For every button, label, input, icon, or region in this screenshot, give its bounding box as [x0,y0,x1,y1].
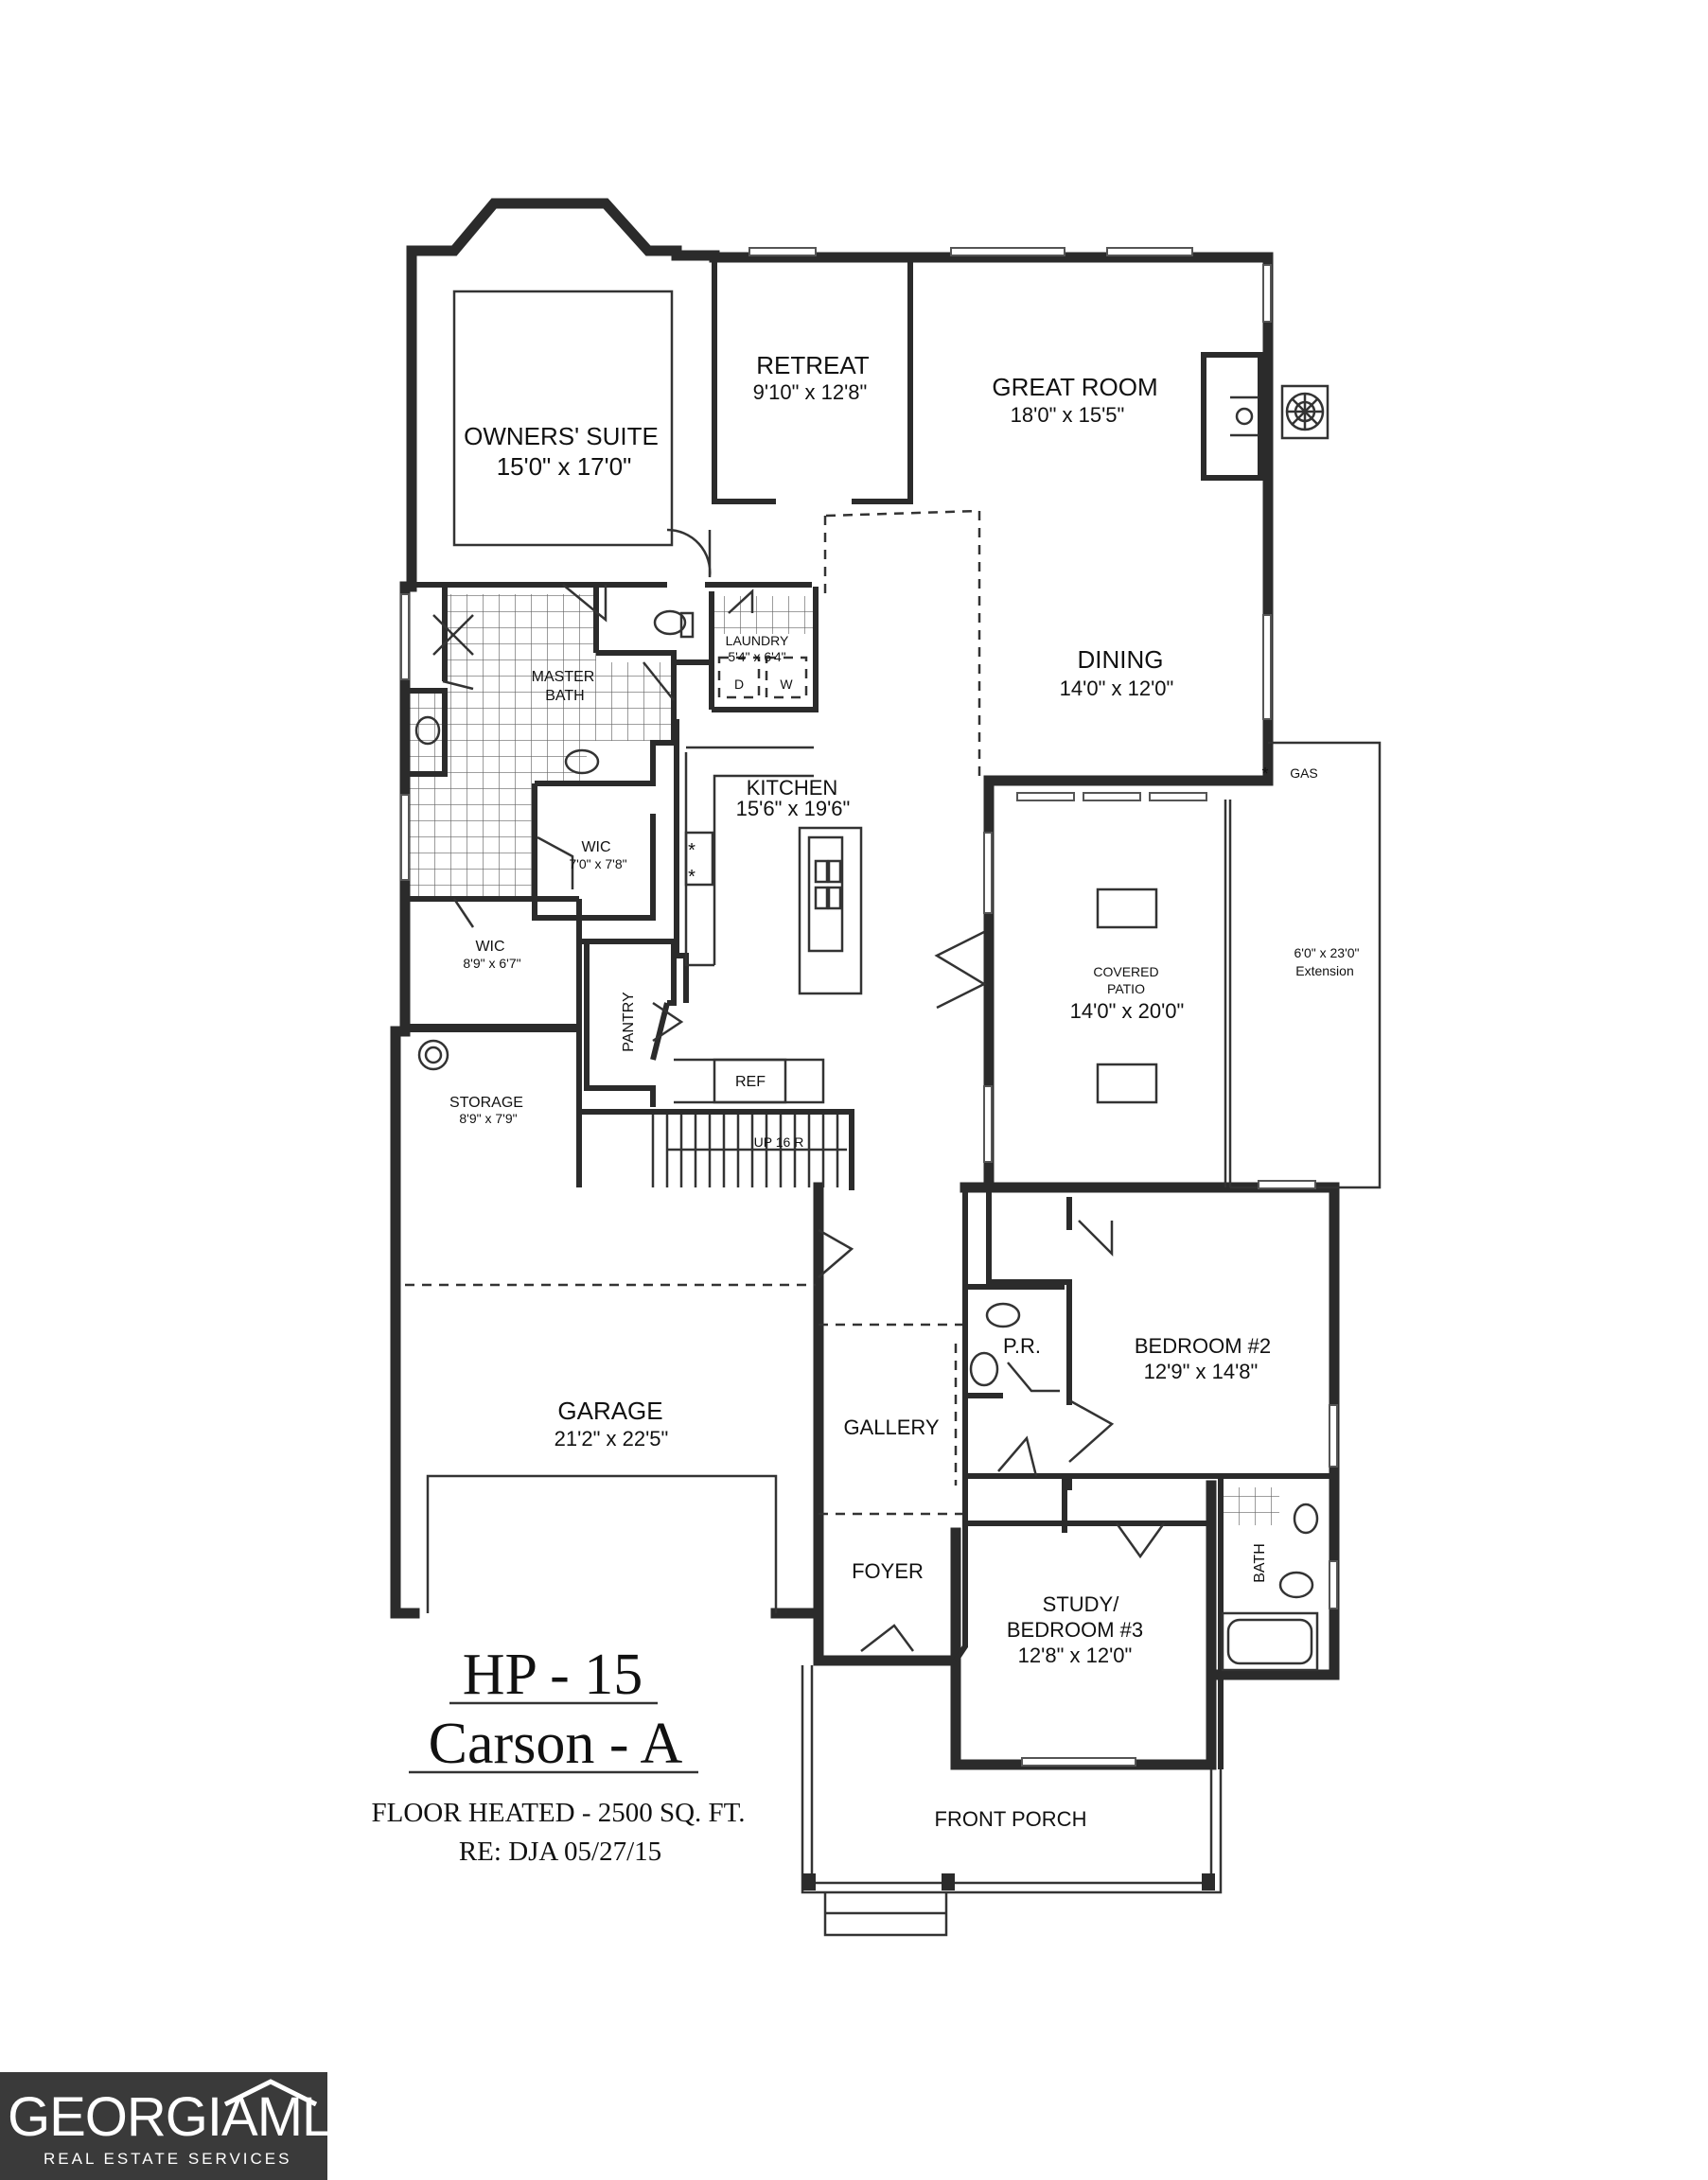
covered-patio-name-line1: COVERED [1093,964,1158,979]
floor-heated-area: FLOOR HEATED - 2500 SQ. FT. [372,1798,746,1828]
retreat-size: 9'10" x 12'8" [753,380,868,404]
study-name-line2: BEDROOM #3 [1007,1618,1143,1642]
front-porch-name: FRONT PORCH [935,1807,1087,1831]
svg-text:*: * [688,840,696,861]
windows [400,247,1338,1767]
dryer-label: D [734,677,744,692]
georgia-mls-logo: GEORGIAMLS REAL ESTATE SERVICES [0,2072,368,2180]
dining-size: 14'0" x 12'0" [1060,677,1174,700]
retreat-name: RETREAT [756,351,870,379]
powder-room-name: P.R. [1003,1334,1041,1358]
ref-label: REF [735,1074,766,1090]
svg-text:*: * [1261,765,1268,783]
bath-name: BATH [1252,1543,1268,1582]
great-room-name: GREAT ROOM [992,373,1157,401]
interior-walls [405,257,1382,1937]
revision-note: RE: DJA 05/27/15 [459,1837,661,1867]
extension-size: 6'0" x 23'0" [1294,945,1360,960]
bedroom2-name: BEDROOM #2 [1135,1334,1271,1358]
gas-label: GAS [1290,765,1318,781]
wic-size: 7'0" x 7'8" [569,856,626,871]
laundry-name: LAUNDRY [726,633,789,648]
extension-name: Extension [1295,963,1353,978]
wic2-size: 8'9" x 6'7" [463,956,520,971]
washer-label: W [780,677,793,692]
owners-suite-tray-ceiling [452,290,674,547]
bedroom2-size: 12'9" x 14'8" [1144,1360,1259,1383]
gallery-name: GALLERY [843,1415,939,1439]
fixtures: * * * [414,384,1329,1599]
study-size: 12'8" x 12'0" [1018,1644,1133,1667]
kitchen-size: 15'6" x 19'6" [736,797,851,820]
stairs-label: UP 16 R [754,1134,804,1150]
master-bath-name-line2: BATH [545,688,584,704]
svg-text:*: * [688,867,696,888]
pantry-name: PANTRY [621,992,637,1052]
study-name-line1: STUDY/ [1043,1592,1120,1616]
laundry-size: 5'4" x 6'4" [728,649,785,664]
bath-tile-floor [1223,1487,1279,1525]
storage-size: 8'9" x 7'9" [459,1111,517,1126]
stair-treads [651,1115,847,1187]
covered-patio-size: 14'0" x 20'0" [1070,999,1185,1023]
logo-tagline: REAL ESTATE SERVICES [44,2150,292,2168]
great-room-size: 18'0" x 15'5" [1011,403,1125,427]
master-bath-tile-floor [407,594,674,899]
covered-patio-name-line2: PATIO [1107,981,1145,996]
door-swings [442,528,1166,1652]
roof-icon [223,2079,318,2106]
logo-wordmark: GEORGIAMLS [8,2086,368,2148]
wic-name: WIC [581,839,610,855]
storage-name: STORAGE [449,1095,523,1111]
plan-code: HP - 15 [463,1643,643,1707]
laundry-tile-floor [714,596,814,634]
owners-suite-name: OWNERS' SUITE [464,422,659,450]
master-bath-name-line1: MASTER [532,669,595,685]
wic2-name: WIC [475,939,504,955]
foyer-name: FOYER [852,1559,924,1583]
owners-suite-size: 15'0" x 17'0" [497,452,632,481]
plan-name: Carson - A [429,1712,683,1776]
kitchen-name: KITCHEN [747,776,838,800]
garage-size: 21'2" x 22'5" [555,1427,669,1450]
garage-name: GARAGE [557,1397,662,1425]
dining-name: DINING [1078,645,1164,674]
